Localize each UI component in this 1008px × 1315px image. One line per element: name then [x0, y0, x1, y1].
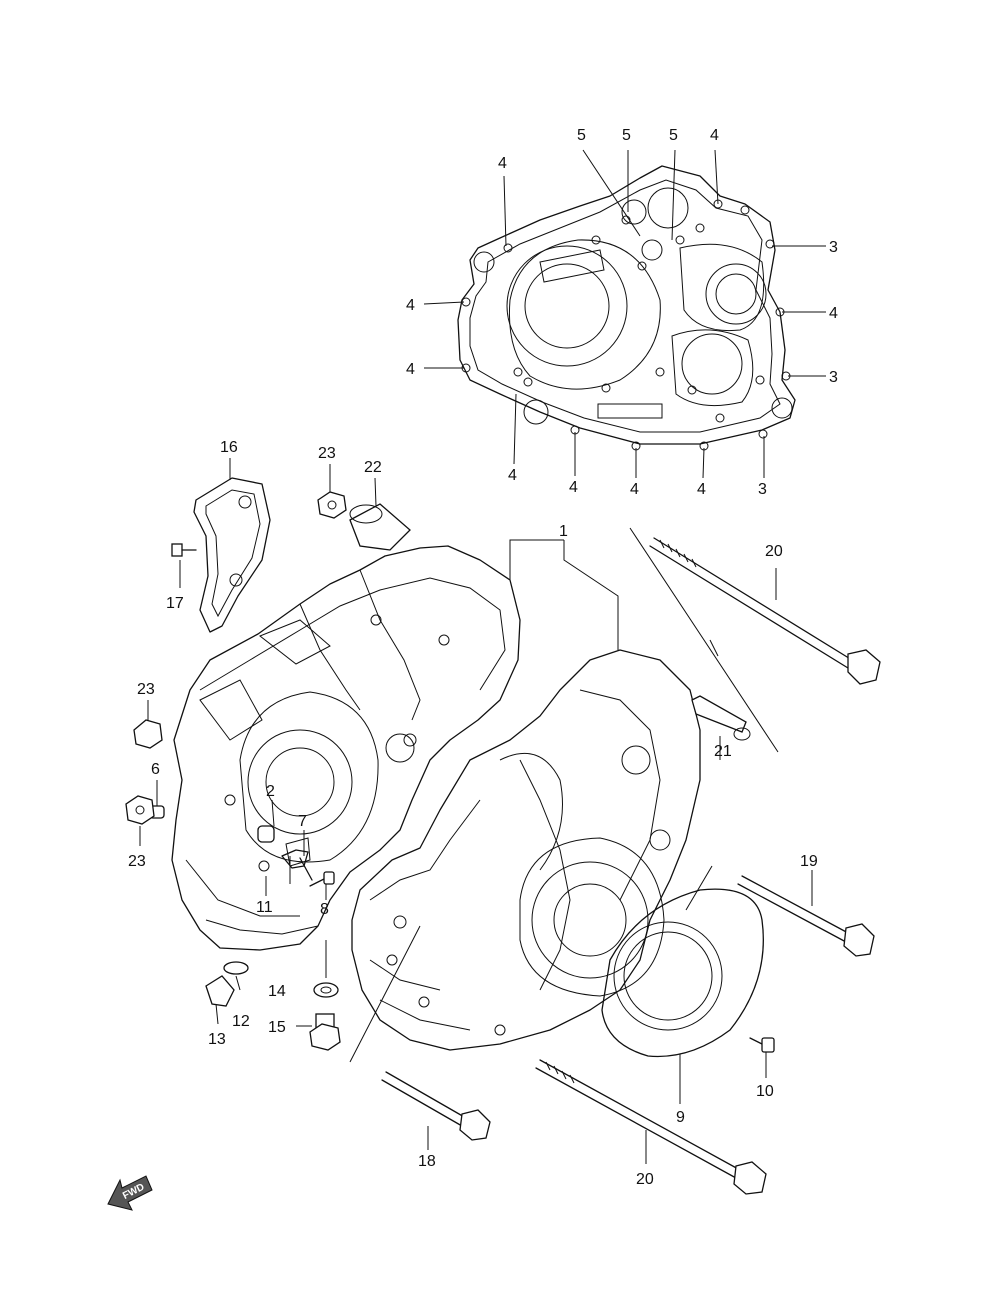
- callout-c6: 6: [151, 761, 160, 778]
- callout-c4-left1: 4: [406, 297, 415, 314]
- callout-c17: 17: [166, 595, 184, 612]
- plug-13: [205, 975, 235, 1007]
- plug-15: [309, 1013, 341, 1051]
- callout-c4-right: 4: [829, 305, 838, 322]
- bolt-10: [749, 1037, 775, 1053]
- crankcase-halves: [171, 545, 701, 1051]
- callout-c1: 1: [559, 523, 568, 540]
- callout-c4-bot1: 4: [508, 467, 517, 484]
- leader-lines: [139, 149, 826, 1164]
- callout-c23-bot: 23: [128, 853, 146, 870]
- callout-c18: 18: [418, 1153, 436, 1170]
- callout-c5b: 5: [622, 127, 631, 144]
- callout-c2: 2: [266, 783, 275, 800]
- stud-bolt-20-bot: [535, 1059, 767, 1195]
- callout-c3-mid: 3: [829, 369, 838, 386]
- callout-c20-bot: 20: [636, 1171, 654, 1188]
- nut-23-mid: [133, 719, 163, 749]
- washer-14: [313, 982, 339, 998]
- bolt-19: [737, 875, 875, 957]
- nut-23-top: [317, 491, 347, 519]
- callout-c11: 11: [256, 899, 273, 916]
- callout-c22: 22: [364, 459, 382, 476]
- callout-c21: 21: [714, 743, 732, 760]
- callout-c4-top-l: 4: [498, 155, 507, 172]
- bracket-16: [193, 477, 271, 633]
- callout-c4-left2: 4: [406, 361, 415, 378]
- callout-c15: 15: [268, 1019, 286, 1036]
- callout-c3-top: 3: [829, 239, 838, 256]
- nut-23-bot: [125, 795, 155, 825]
- callout-c4-top-r: 4: [710, 127, 719, 144]
- callout-c5a: 5: [577, 127, 586, 144]
- callout-c16: 16: [220, 439, 238, 456]
- bolt-17: [171, 543, 197, 557]
- callout-c4-bot3: 4: [630, 481, 639, 498]
- cover-plate-9: [601, 888, 764, 1058]
- fwd-arrow-icon: FWD: [107, 1175, 153, 1211]
- callout-c23-mid: 23: [137, 681, 155, 698]
- callout-c9: 9: [676, 1109, 685, 1126]
- bolt-8: [309, 871, 335, 887]
- callout-c10: 10: [756, 1083, 774, 1100]
- callout-c14: 14: [268, 983, 286, 1000]
- callout-c19: 19: [800, 853, 818, 870]
- callout-c20-top: 20: [765, 543, 783, 560]
- callout-c4-bot2: 4: [569, 479, 578, 496]
- callout-labels: 5 5 5 4 4 3 4 4 4 3 4 4 4 4 3 16 23 22 1…: [128, 127, 838, 1188]
- callout-c13: 13: [208, 1031, 226, 1048]
- sleeve-22: [349, 503, 411, 551]
- pipe-7: [281, 849, 313, 881]
- callout-c12: 12: [232, 1013, 250, 1030]
- crankcase-gasket: [457, 165, 796, 451]
- bolt-18: [381, 1071, 491, 1141]
- callout-c23-top: 23: [318, 445, 336, 462]
- sleeve-21: [691, 695, 751, 741]
- callout-c7: 7: [298, 813, 307, 830]
- callout-c4-bot4: 4: [697, 481, 706, 498]
- callout-c3-bot: 3: [758, 481, 767, 498]
- callout-c5c: 5: [669, 127, 678, 144]
- ring-12: [223, 961, 249, 975]
- callout-c8: 8: [320, 901, 329, 918]
- stud-bolt-20-top: [649, 537, 881, 685]
